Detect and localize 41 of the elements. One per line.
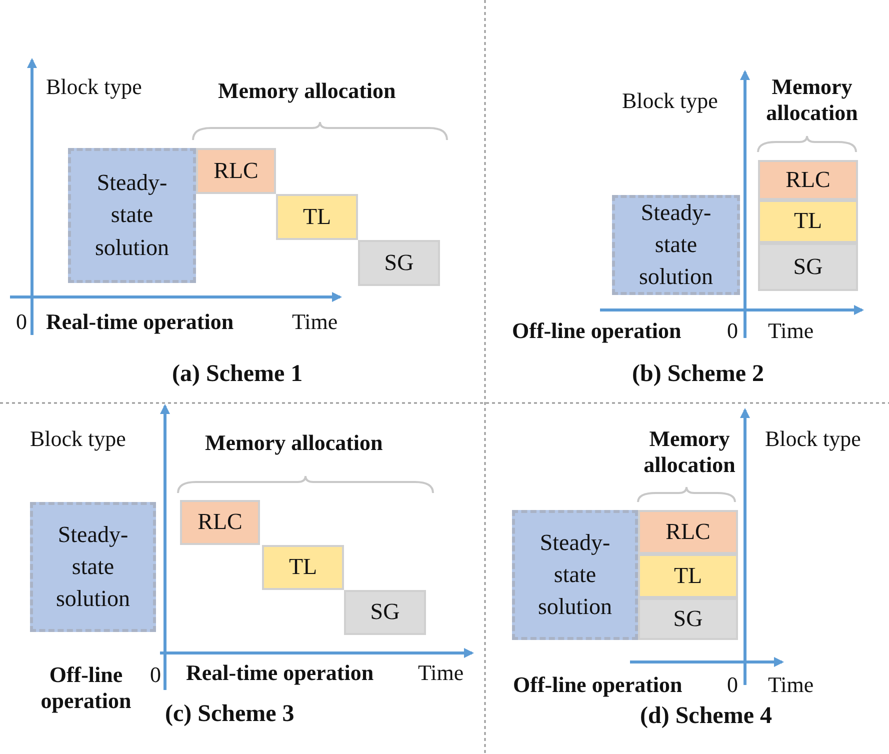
axis-label: Block type bbox=[622, 88, 718, 114]
axis-label: Time bbox=[768, 318, 814, 344]
memory-block: SG bbox=[758, 243, 858, 291]
caption: (a) Scheme 1 bbox=[172, 360, 303, 389]
axis-tick: 0 bbox=[16, 309, 27, 336]
axis-label: Time bbox=[768, 672, 814, 698]
memory-block: SG bbox=[358, 240, 440, 286]
axis-label: Block type bbox=[765, 426, 861, 452]
axis-label: Off-line operation bbox=[40, 662, 132, 715]
heading: Memory allocation bbox=[218, 78, 396, 104]
axis-label: Block type bbox=[30, 426, 126, 452]
memory-block: TL bbox=[638, 554, 738, 598]
memory-block: RLC bbox=[638, 510, 738, 554]
axis-tick: 0 bbox=[150, 662, 161, 688]
memory-block: TL bbox=[276, 194, 358, 240]
dashed-block: Steady-state solution bbox=[30, 502, 156, 632]
axis-tick: 0 bbox=[727, 672, 738, 698]
memory-block: RLC bbox=[758, 160, 858, 200]
memory-block: SG bbox=[344, 590, 426, 635]
heading: Memory allocation bbox=[765, 74, 859, 127]
dashed-block: Steady-state solution bbox=[512, 510, 638, 640]
memory-block: RLC bbox=[180, 500, 260, 545]
memory-block: SG bbox=[638, 598, 738, 640]
dashed-block: Steady-state solution bbox=[68, 148, 196, 283]
memory-block: TL bbox=[262, 545, 344, 590]
memory-block: RLC bbox=[196, 148, 276, 194]
axis-label: Real-time operation bbox=[46, 309, 234, 336]
heading: Memory allocation bbox=[205, 430, 383, 456]
caption: (c) Scheme 3 bbox=[165, 700, 294, 729]
dashed-block: Steady-state solution bbox=[612, 195, 740, 295]
axis-tick: 0 bbox=[727, 318, 738, 344]
heading: Memory allocation bbox=[642, 426, 736, 479]
axis-label: Block type bbox=[46, 74, 142, 100]
axis-label: Off-line operation bbox=[512, 318, 682, 344]
caption: (b) Scheme 2 bbox=[632, 360, 764, 389]
axis-label: Real-time operation bbox=[186, 660, 374, 686]
axis-label: Off-line operation bbox=[513, 672, 682, 698]
memory-block: TL bbox=[758, 200, 858, 243]
axis-label: Time bbox=[418, 660, 464, 686]
axis-label: Time bbox=[292, 309, 338, 336]
caption: (d) Scheme 4 bbox=[640, 702, 772, 731]
